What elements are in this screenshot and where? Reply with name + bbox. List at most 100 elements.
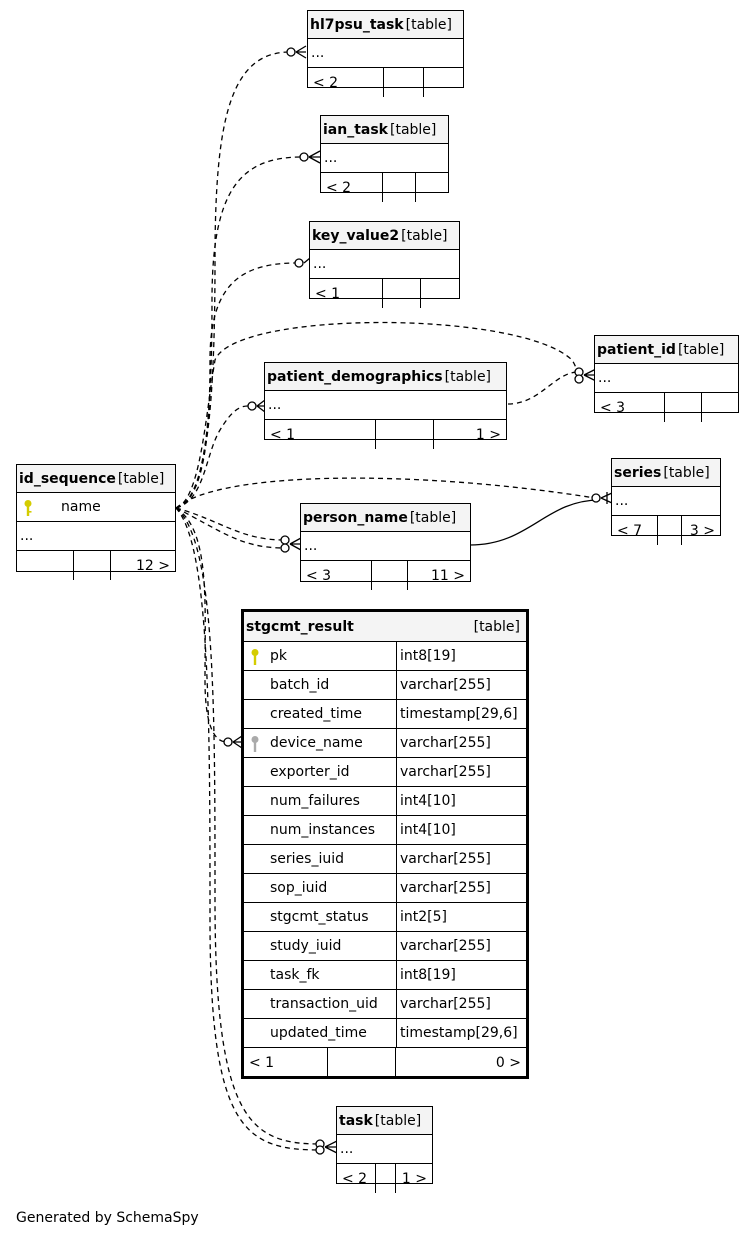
table-footer: < 2 1 > [337, 1164, 432, 1193]
table-footer: < 1 1 > [265, 420, 506, 449]
column-divider [396, 1019, 397, 1047]
ellipsis-row: ... [321, 144, 448, 173]
table-hl7psu-task[interactable]: hl7psu_task [table] ... < 2 [307, 10, 464, 97]
column-divider [396, 758, 397, 786]
children-count [421, 279, 459, 308]
column-name: exporter_id [270, 764, 350, 780]
columns-count [658, 516, 682, 545]
column-name: transaction_uid [270, 996, 378, 1012]
edge-task-b [175, 507, 321, 1151]
table-patient-demographics[interactable]: patient_demographics [table] ... < 1 1 > [264, 362, 507, 449]
primary-key-icon [24, 500, 32, 516]
table-header: patient_demographics [table] [265, 363, 506, 391]
column-divider [396, 642, 397, 670]
table-header: id_sequence [table] [17, 465, 175, 493]
column-divider [396, 874, 397, 902]
column-row[interactable]: sop_iuid varchar[255] [244, 874, 526, 903]
table-name: patient_demographics [267, 368, 443, 385]
table-type-label: [table] [374, 1112, 422, 1129]
table-footer: < 1 [310, 279, 459, 308]
edge-demographics-patient-id [507, 371, 579, 405]
edge-patient-id [175, 321, 579, 509]
table-series[interactable]: series [table] ... < 7 3 > [611, 458, 721, 545]
table-ian-task[interactable]: ian_task [table] ... < 2 [320, 115, 449, 202]
parents-count: < 3 [595, 393, 665, 422]
primary-key-icon [251, 649, 259, 665]
table-task[interactable]: task [table] ... < 2 1 > [336, 1106, 433, 1193]
column-row[interactable]: study_iuid varchar[255] [244, 932, 526, 961]
ellipsis-row: ... [265, 391, 506, 420]
column-type: int8[19] [400, 967, 456, 983]
table-footer: < 1 0 > [244, 1048, 526, 1077]
parents-count: < 1 [310, 279, 383, 308]
column-row[interactable]: pk int8[19] [244, 642, 526, 671]
edge-person-name-a [175, 507, 285, 541]
edge-stgcmt-result [175, 507, 228, 743]
children-count: 12 > [136, 557, 170, 574]
columns-count [372, 561, 408, 590]
columns-count [376, 1164, 396, 1193]
column-row[interactable]: name [17, 493, 175, 522]
table-name: ian_task [323, 121, 388, 138]
column-name: updated_time [270, 1025, 367, 1041]
table-type-label: [table] [677, 341, 725, 358]
ellipsis: ... [268, 397, 282, 413]
ellipsis-row: ... [301, 532, 470, 561]
columns-count [74, 551, 111, 580]
table-patient-id[interactable]: patient_id [table] ... < 3 [594, 335, 739, 422]
table-header: ian_task [table] [321, 116, 448, 144]
children-count: 11 > [431, 567, 465, 584]
parents-count: < 2 [321, 173, 383, 202]
column-divider [396, 671, 397, 699]
table-header: person_name [table] [301, 504, 470, 532]
columns-count [665, 393, 702, 422]
ellipsis: ... [304, 538, 318, 554]
column-type: varchar[255] [400, 677, 491, 693]
column-name: stgcmt_status [270, 909, 369, 925]
columns-count [328, 1048, 396, 1077]
edge-person-name-b [175, 507, 285, 549]
table-footer: < 2 [321, 173, 448, 202]
table-key-value2[interactable]: key_value2 [table] ... < 1 [309, 221, 460, 308]
column-divider [396, 903, 397, 931]
table-name: series [614, 464, 662, 481]
ellipsis: ... [313, 256, 327, 272]
table-name: task [339, 1112, 373, 1129]
column-name: pk [270, 648, 287, 664]
column-type: int8[19] [400, 648, 456, 664]
column-name: num_failures [270, 793, 360, 809]
generated-by-footer: Generated by SchemaSpy [16, 1210, 199, 1226]
column-name: name [61, 499, 101, 515]
column-type: varchar[255] [400, 880, 491, 896]
ellipsis: ... [340, 1141, 354, 1157]
parents-count: < 7 [612, 516, 658, 545]
table-footer: < 2 [308, 68, 463, 97]
column-name: sop_iuid [270, 880, 328, 896]
table-header: stgcmt_result [table] [244, 612, 526, 642]
table-person-name[interactable]: person_name [table] ... < 3 11 > [300, 503, 471, 590]
column-divider [396, 961, 397, 989]
table-type-label: [table] [405, 16, 453, 33]
table-id-sequence[interactable]: id_sequence [table] name ... 12 > [16, 464, 176, 580]
column-name: created_time [270, 706, 362, 722]
column-type: varchar[255] [400, 938, 491, 954]
edge-series [175, 477, 596, 509]
table-header: patient_id [table] [595, 336, 738, 364]
table-type-label: [table] [401, 227, 448, 244]
ellipsis-row: ... [595, 364, 738, 393]
column-name: study_iuid [270, 938, 342, 954]
table-stgcmt-result[interactable]: stgcmt_result [table] pk int8[19] batch_id… [241, 609, 529, 1079]
children-count: 1 > [475, 426, 501, 443]
